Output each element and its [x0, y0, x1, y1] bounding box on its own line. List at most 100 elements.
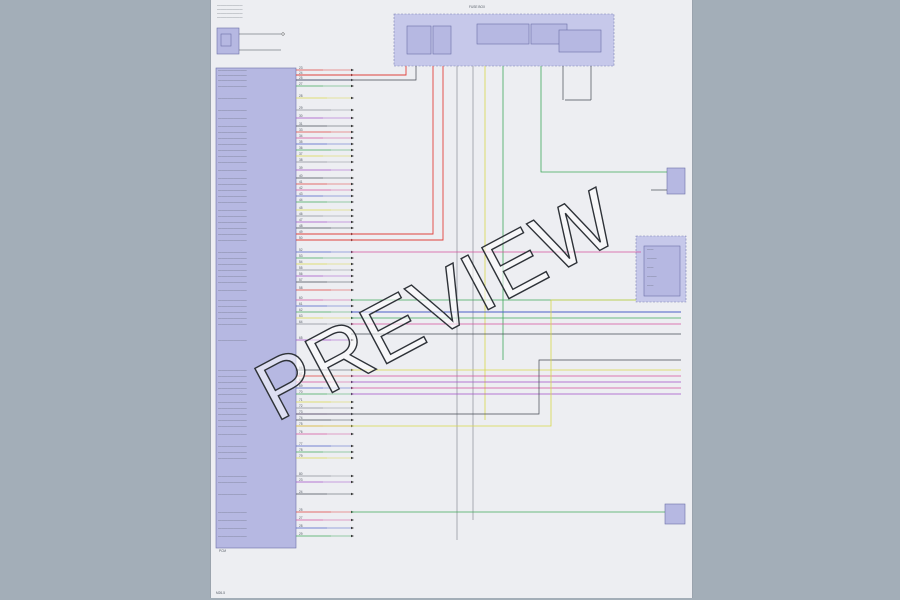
connector-arrow — [351, 96, 354, 100]
connector-arrow — [351, 188, 354, 192]
pin-label: ————————— — [218, 368, 248, 372]
pin-label: ————————— — [218, 226, 248, 230]
pin-number: 77 — [299, 442, 303, 446]
connector-arrow — [351, 450, 354, 454]
connector-arrow — [351, 168, 354, 172]
pin-number: 68 — [299, 378, 303, 382]
pin-number: 27 — [299, 82, 303, 86]
pin-number: 44 — [299, 198, 303, 202]
pin-number: 70 — [299, 390, 303, 394]
pin-label: ————————— — [218, 480, 248, 484]
connector-arrow — [351, 116, 354, 120]
left-module — [215, 67, 297, 549]
pin-number: 29 — [299, 106, 303, 110]
pin-label: ————————— — [218, 268, 248, 272]
pin-label: ————————— — [218, 412, 248, 416]
right-switch-bottom — [664, 503, 686, 525]
pin-label: ————————— — [218, 68, 248, 72]
pin-label: ————————— — [218, 124, 248, 128]
header-text-line: ———————— — [217, 7, 243, 11]
pin-number: 33 — [299, 128, 303, 132]
wire-yellow-2 — [296, 299, 636, 427]
connector-arrow — [351, 148, 354, 152]
pin-label: ————————— — [218, 84, 248, 88]
pin-label: ————————— — [218, 208, 248, 212]
right-switch-1 — [666, 167, 686, 195]
connector-arrow — [351, 182, 354, 186]
connector-arrow — [351, 432, 354, 436]
pin-number: 36 — [299, 146, 303, 150]
connector-arrow — [351, 136, 354, 140]
pin-number: 35 — [299, 140, 303, 144]
left-module-caption: PCM — [219, 549, 226, 553]
pin-number: 46 — [299, 212, 303, 216]
pin-label: ————————— — [218, 142, 248, 146]
pin-number: 40 — [299, 174, 303, 178]
pin-number: 23 — [299, 478, 303, 482]
pin-number: 30 — [299, 114, 303, 118]
header-text-line: ———————— — [217, 11, 243, 15]
pin-number: 69 — [299, 384, 303, 388]
pin-number: 43 — [299, 192, 303, 196]
pin-number: 58 — [299, 286, 303, 290]
pin-label: ————————— — [218, 136, 248, 140]
pin-number: 75 — [299, 422, 303, 426]
pin-label: ————————— — [218, 298, 248, 302]
pin-label: ————————— — [218, 262, 248, 266]
pin-label: ————————— — [218, 418, 248, 422]
pin-number: 61 — [299, 302, 303, 306]
pin-number: 47 — [299, 218, 303, 222]
pin-label: ————————— — [218, 444, 248, 448]
connector-arrow — [351, 256, 354, 260]
relay-3 — [558, 29, 602, 53]
connector-arrow — [351, 406, 354, 410]
pin-label: ————————— — [218, 108, 248, 112]
pin-label: ————————— — [218, 310, 248, 314]
pin-number: 50 — [299, 236, 303, 240]
pin-number: 57 — [299, 278, 303, 282]
pin-label: ————————— — [218, 232, 248, 236]
connector-arrow — [351, 268, 354, 272]
connector-arrow — [351, 518, 354, 522]
connector-arrow — [351, 480, 354, 484]
connector-arrow — [351, 226, 354, 230]
pin-label: ————————— — [218, 492, 248, 496]
pin-label: ————————— — [218, 194, 248, 198]
pin-number: 67 — [299, 372, 303, 376]
connector-arrow — [351, 194, 354, 198]
connector-arrow — [351, 418, 354, 422]
pin-label: ————————— — [218, 450, 248, 454]
pin-number: 24 — [299, 490, 303, 494]
pin-number: 62 — [299, 308, 303, 312]
splice-point — [281, 32, 285, 36]
pin-number: 45 — [299, 206, 303, 210]
pin-number: 79 — [299, 454, 303, 458]
sheet-code: M26-5 — [216, 591, 225, 595]
right-switch-group-inner — [643, 245, 681, 297]
connector-arrow — [351, 492, 354, 496]
pin-number: 49 — [299, 230, 303, 234]
wire-dark-1 — [296, 66, 417, 81]
connector-arrow — [351, 130, 354, 134]
switch-group-label: —— — [647, 247, 654, 251]
pin-number: 29 — [299, 532, 303, 536]
pin-number: 28 — [299, 524, 303, 528]
pin-label: ————————— — [218, 518, 248, 522]
pin-label: ————————— — [218, 160, 248, 164]
switch-group-label: —— — [647, 265, 654, 269]
connector-arrow — [351, 154, 354, 158]
pin-number: 27 — [299, 516, 303, 520]
header-text-line: ———————— — [217, 3, 243, 7]
pin-label: ————————— — [218, 280, 248, 284]
connector-arrow — [351, 208, 354, 212]
pin-number: 65 — [299, 336, 303, 340]
pin-label: ————————— — [218, 116, 248, 120]
wire-dark-3 — [296, 359, 681, 415]
header-text-line: ———————— — [217, 15, 243, 19]
pin-number: 74 — [299, 416, 303, 420]
pin-number: 66 — [299, 366, 303, 370]
pin-number: 25 — [299, 76, 303, 80]
connector-arrow — [351, 338, 354, 342]
pin-number: 76 — [299, 430, 303, 434]
